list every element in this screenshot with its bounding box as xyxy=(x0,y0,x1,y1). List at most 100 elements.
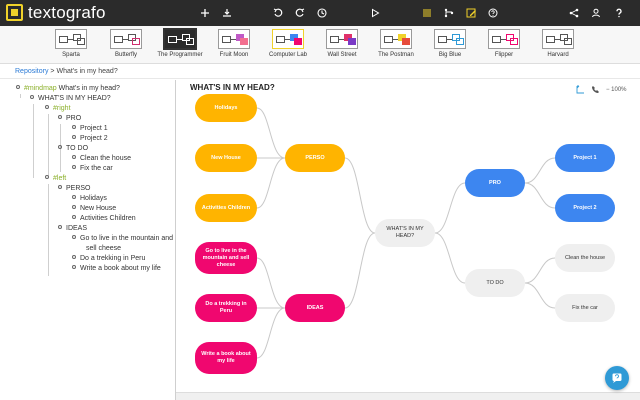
node-clean-house[interactable]: Clean the house xyxy=(555,244,615,272)
user-icon[interactable] xyxy=(590,0,602,26)
outline-row-mindmap[interactable]: #mindmap What's in my head? xyxy=(16,84,120,94)
play-icon[interactable] xyxy=(369,0,381,26)
outline-row-left[interactable]: #left xyxy=(45,174,66,184)
outline-row-activities[interactable]: Activities Children xyxy=(72,214,136,224)
node-fix-car[interactable]: Fix the car xyxy=(555,294,615,322)
bullet-icon xyxy=(58,115,62,119)
chat-help-button[interactable] xyxy=(605,366,629,390)
tag-right: #right xyxy=(53,105,71,112)
outline-item-text: Holidays xyxy=(80,195,107,202)
theme-flipper[interactable]: Flipper xyxy=(481,29,527,58)
theme-label: Big Blue xyxy=(438,52,462,58)
node-holidays[interactable]: Holidays xyxy=(195,94,257,122)
outline-row-mountain[interactable]: Go to live in the mountain and xyxy=(72,234,173,244)
node-todo[interactable]: TO DO xyxy=(465,269,525,297)
theme-thumbnail xyxy=(488,29,520,49)
outline-row-right[interactable]: #right xyxy=(45,104,71,114)
theme-thumbnail xyxy=(164,29,196,49)
theme-computer-lab[interactable]: Computer Lab xyxy=(265,29,311,58)
outline-row-clean[interactable]: Clean the house xyxy=(72,154,131,164)
outline-row-fix[interactable]: Fix the car xyxy=(72,164,113,174)
theme-label: The Postman xyxy=(378,52,414,58)
node-activities-children[interactable]: Activities Children xyxy=(195,194,257,222)
theme-sparta[interactable]: Sparta xyxy=(48,29,94,58)
layout-icon[interactable] xyxy=(576,85,585,96)
redo-icon[interactable] xyxy=(294,0,306,26)
list-icon[interactable] xyxy=(421,0,433,26)
bullet-icon xyxy=(72,205,76,209)
node-ideas[interactable]: IDEAS xyxy=(285,294,345,322)
theme-harvard[interactable]: Harvard xyxy=(535,29,581,58)
theme-thumbnail xyxy=(326,29,358,49)
node-pro[interactable]: PRO xyxy=(465,169,525,197)
theme-big-blue[interactable]: Big Blue xyxy=(427,29,473,58)
theme-thumbnail xyxy=(218,29,250,49)
tag-left: #left xyxy=(53,175,67,182)
outline-title-text: What's in my head? xyxy=(58,85,120,92)
bullet-icon xyxy=(72,155,76,159)
node-mountain[interactable]: Go to live in the mountain and sell chee… xyxy=(195,242,257,274)
outline-row-perso[interactable]: PERSO xyxy=(58,184,91,194)
theme-label: Butterfly xyxy=(114,52,137,58)
edit-theme-icon[interactable] xyxy=(465,0,477,26)
theme-label: Sparta xyxy=(62,52,80,58)
node-root[interactable]: WHAT'S IN MY HEAD? xyxy=(375,219,435,247)
node-perso[interactable]: PERSO xyxy=(285,144,345,172)
theme-label: Wall Street xyxy=(327,52,357,58)
outline-row-ideas[interactable]: IDEAS xyxy=(58,224,87,234)
theme-thumbnail xyxy=(542,29,574,49)
outline-panel[interactable]: #mindmap What's in my head? WHAT'S IN MY… xyxy=(0,80,176,400)
node-book[interactable]: Write a book about my life xyxy=(195,342,257,374)
theme-thumbnail xyxy=(272,29,304,49)
plus-icon[interactable] xyxy=(199,0,211,26)
outline-item-text: Clean the house xyxy=(80,155,131,162)
help-icon[interactable] xyxy=(613,0,625,26)
bullet-icon xyxy=(72,195,76,199)
outline-row-holidays[interactable]: Holidays xyxy=(72,194,107,204)
node-new-house[interactable]: New House xyxy=(195,144,257,172)
bullet-icon xyxy=(72,265,76,269)
download-icon[interactable] xyxy=(221,0,233,26)
history-icon[interactable] xyxy=(316,0,328,26)
theme-the-postman[interactable]: The Postman xyxy=(373,29,419,58)
app-logo: textografo xyxy=(28,3,106,22)
outline-row-pro[interactable]: PRO xyxy=(58,114,81,124)
bullet-icon xyxy=(58,145,62,149)
node-project-1[interactable]: Project 1 xyxy=(555,144,615,172)
outline-item-text: PERSO xyxy=(66,185,91,192)
phone-icon[interactable] xyxy=(591,85,600,96)
outline-item-text: Go to live in the mountain and xyxy=(80,235,174,242)
theme-butterfly[interactable]: Butterfly xyxy=(103,29,149,58)
theme-the-programmer[interactable]: The Programmer xyxy=(157,29,203,58)
undo-icon[interactable] xyxy=(272,0,284,26)
zoom-level[interactable]: − 100% xyxy=(606,87,627,93)
theme-label: The Programmer xyxy=(157,52,203,58)
breadcrumb-repository-link[interactable]: Repository xyxy=(15,68,49,75)
outline-row-mountain-cont[interactable]: sell cheese xyxy=(86,244,121,254)
bullet-icon xyxy=(58,185,62,189)
horizontal-scrollbar[interactable] xyxy=(176,392,640,400)
theme-wall-street[interactable]: Wall Street xyxy=(319,29,365,58)
node-project-2[interactable]: Project 2 xyxy=(555,194,615,222)
outline-row-newhouse[interactable]: New House xyxy=(72,204,116,214)
outline-item-text: Activities Children xyxy=(80,215,136,222)
outline-item-text: Project 1 xyxy=(80,125,108,132)
breadcrumb: Repository > What's in my head? xyxy=(0,65,640,79)
outline-row-book[interactable]: Write a book about my life xyxy=(72,264,161,274)
node-peru[interactable]: Do a trekking in Peru xyxy=(195,294,257,322)
share-icon[interactable] xyxy=(568,0,580,26)
zoom-value: 100% xyxy=(611,87,627,93)
breadcrumb-separator: > xyxy=(50,68,55,75)
branch-icon[interactable] xyxy=(443,0,455,26)
theme-thumbnail xyxy=(380,29,412,49)
outline-row-root[interactable]: WHAT'S IN MY HEAD? xyxy=(30,94,111,104)
outline-row-todo[interactable]: TO DO xyxy=(58,144,88,154)
theme-fruit-moon[interactable]: Fruit Moon xyxy=(211,29,257,58)
outline-row-project1[interactable]: Project 1 xyxy=(72,124,108,134)
bullet-icon xyxy=(72,255,76,259)
outline-item-text: IDEAS xyxy=(66,225,88,232)
help-circle-icon[interactable] xyxy=(487,0,499,26)
outline-row-project2[interactable]: Project 2 xyxy=(72,134,108,144)
outline-row-peru[interactable]: Do a trekking in Peru xyxy=(72,254,145,264)
